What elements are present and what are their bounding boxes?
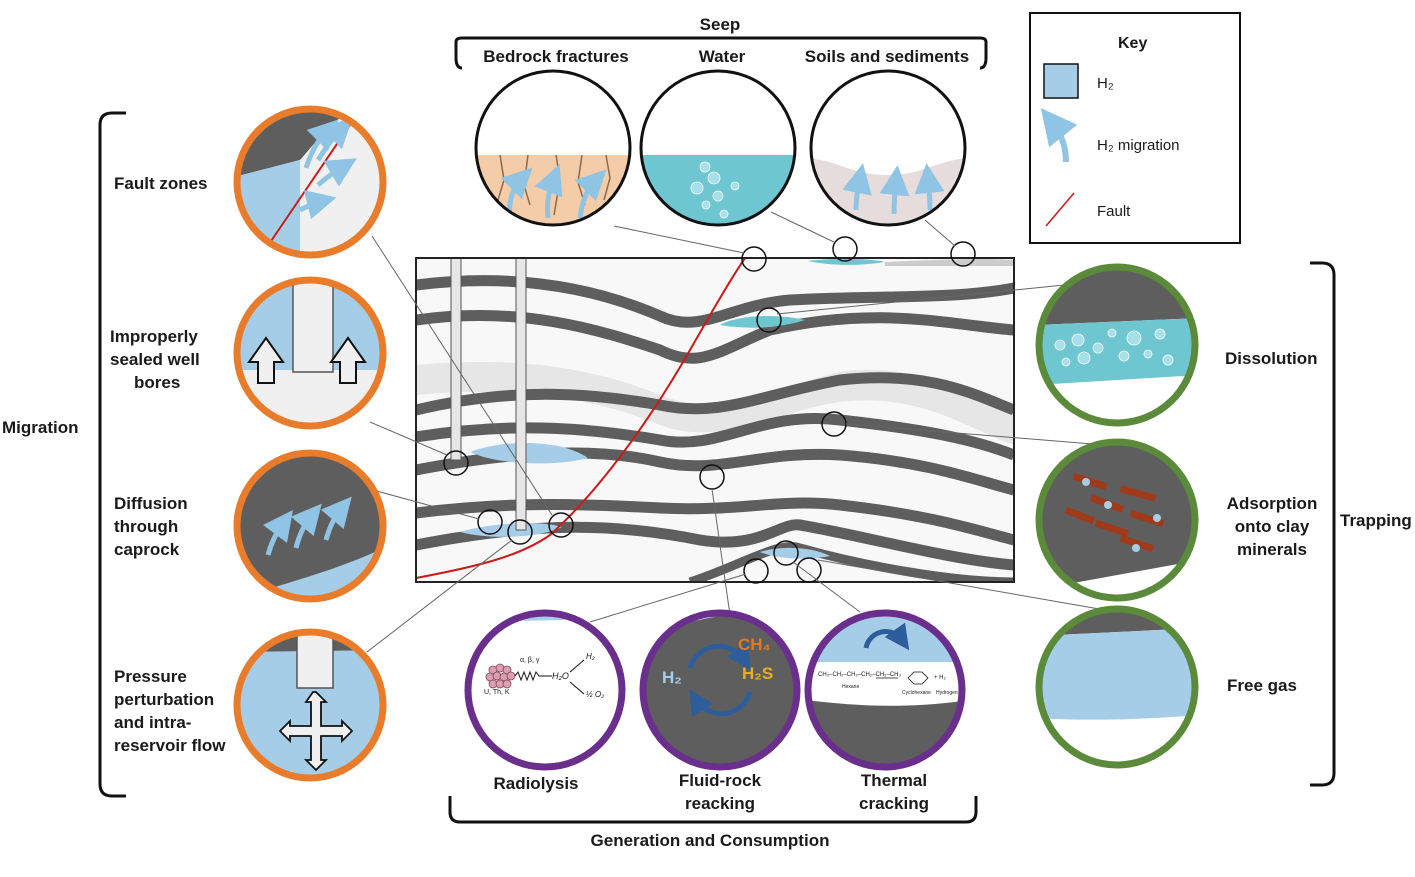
fluid-rock-label-1: Fluid-rock (678, 771, 762, 790)
hexane-label: Hexane (842, 684, 860, 690)
inset-water (639, 69, 797, 227)
generation-heading: Generation and Consumption (590, 831, 830, 850)
bedrock-fractures-label: Bedrock fractures (483, 47, 629, 66)
fluid-h2-label: H₂ (662, 668, 682, 687)
migration-bracket (98, 111, 126, 798)
inset-free-gas (1035, 605, 1199, 769)
legend (1029, 12, 1241, 244)
fluid-h2s-label: H₂S (742, 664, 774, 683)
rad-source-label: U, Th, K (484, 689, 510, 696)
seep-bracket (454, 36, 988, 70)
inset-fluid-rock (639, 609, 801, 771)
adsorption-label-3: minerals (1237, 540, 1307, 559)
legend-h2-swatch (1043, 63, 1079, 99)
connector-lines (366, 211, 1115, 653)
dissolution-label: Dissolution (1225, 349, 1318, 368)
location-markers (443, 236, 976, 584)
inset-bedrock-fractures (474, 69, 632, 227)
inset-adsorption-clay (1035, 438, 1199, 602)
free-gas-label: Free gas (1227, 676, 1297, 695)
water-label: Water (698, 47, 746, 66)
diffusion-label-3: caprock (114, 540, 180, 559)
legend-title: Key (1118, 35, 1148, 52)
cross-section-frame (415, 257, 1015, 583)
fault-zones-label: Fault zones (114, 174, 208, 193)
trapping-bracket (1310, 261, 1336, 787)
rad-particles-label: α, β, γ (520, 657, 540, 664)
generation-bracket (448, 796, 978, 824)
rad-o2-label: ½ O₂ (586, 690, 605, 699)
thermal-label-1: Thermal (860, 771, 928, 790)
legend-migration-label: H₂ migration (1097, 137, 1180, 154)
rad-h2-label: H₂ (586, 652, 595, 661)
cyclohexane-label: Cyclohexane (902, 690, 931, 696)
inset-soils-sediments (809, 69, 967, 227)
inset-well-bores (233, 276, 387, 430)
diffusion-label-2: through (114, 517, 179, 536)
trapping-heading: Trapping (1340, 511, 1412, 530)
legend-fault-line (1045, 192, 1075, 227)
inset-fault-zones (233, 105, 387, 259)
hydrogen-label: Hydrogen (936, 690, 958, 696)
thermal-h2-label: + H₂ (934, 675, 946, 681)
cross-section (416, 258, 1014, 582)
migration-heading: Migration (2, 418, 79, 437)
well-bores-label-2: sealed well (110, 350, 200, 369)
radiolysis-label: Radiolysis (493, 774, 579, 793)
pressure-label-2: perturbation (114, 690, 215, 709)
pressure-label-1: Pressure (114, 667, 187, 686)
inset-dissolution (1035, 263, 1199, 427)
thermal-label-2: cracking (859, 794, 929, 813)
legend-h2-label: H₂ (1097, 75, 1114, 92)
pressure-label-3: and intra- (114, 713, 192, 732)
well-bores-label-3: bores (134, 373, 181, 392)
adsorption-label-2: onto clay (1234, 517, 1310, 536)
inset-diffusion-caprock (233, 449, 387, 603)
adsorption-label-1: Adsorption (1226, 494, 1318, 513)
well-bores-label-1: Improperly (110, 327, 198, 346)
legend-fault-label: Fault (1097, 203, 1131, 220)
diffusion-label-1: Diffusion (114, 494, 188, 513)
soils-sediments-label: Soils and sediments (804, 47, 970, 66)
hexane-formula: CH₃–CH₂–CH₂–CH₂–CH₂–CH₃ (818, 672, 901, 678)
pressure-label-4: reservoir flow (114, 736, 226, 755)
seep-heading: Seep (699, 15, 741, 34)
inset-pressure-perturbation (233, 628, 387, 782)
legend-migration-arrow (1040, 107, 1078, 163)
fluid-rock-label-2: reacking (685, 794, 755, 813)
fluid-ch4-label: CH₄ (738, 635, 771, 654)
rad-water-label: H₂O (552, 671, 569, 681)
